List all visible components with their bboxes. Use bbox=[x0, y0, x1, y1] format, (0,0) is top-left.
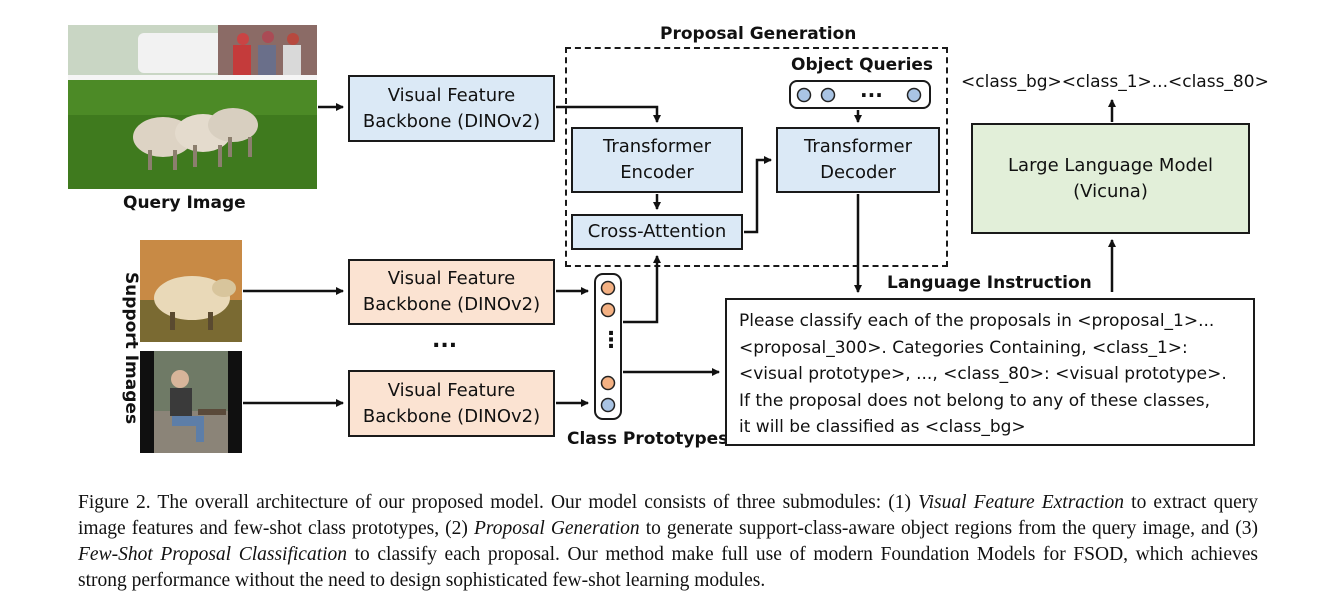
instruction-line-3: <visual prototype>, ..., <class_80>: <vi… bbox=[739, 364, 1227, 384]
backbone-support-2-line-1: Visual Feature bbox=[387, 379, 516, 401]
proposal-generation-region bbox=[565, 47, 948, 267]
query-ellipsis: ... bbox=[860, 78, 883, 102]
query-image bbox=[68, 25, 317, 189]
backbone-support-2-line-2: Backbone (DINOv2) bbox=[362, 405, 541, 427]
instruction-line-1: Please classify each of the proposals in… bbox=[739, 311, 1215, 331]
decoder-line-1: Transformer bbox=[803, 136, 912, 157]
query-token-1 bbox=[796, 87, 812, 103]
language-instruction-label: Language Instruction bbox=[887, 273, 1092, 293]
backbone-query-line-2: Backbone (DINOv2) bbox=[362, 110, 541, 132]
language-instruction-box: Please classify each of the proposals in… bbox=[725, 298, 1255, 446]
query-token-2 bbox=[820, 87, 836, 103]
decoder-line-2: Decoder bbox=[820, 162, 896, 183]
prototype-ellipsis: ⋮ bbox=[600, 328, 622, 353]
figure-caption: Figure 2. The overall architecture of ou… bbox=[78, 490, 1258, 594]
prototype-token-4 bbox=[600, 397, 616, 413]
instruction-line-5: it will be classified as <class_bg> bbox=[739, 417, 1026, 437]
encoder-line-1: Transformer bbox=[602, 136, 711, 157]
backbone-query-line-1: Visual Feature bbox=[387, 84, 516, 106]
prototype-tokens bbox=[600, 280, 616, 413]
class-prototypes-label: Class Prototypes bbox=[567, 429, 729, 449]
llm-line-1: Large Language Model bbox=[1008, 154, 1213, 176]
encoder-line-2: Encoder bbox=[620, 162, 694, 183]
caption-part-4: to classify each proposal. Our method ma… bbox=[78, 544, 1258, 591]
output-classes-label: <class_bg><class_1>...<class_80> bbox=[961, 72, 1269, 92]
support-image-2 bbox=[140, 351, 242, 453]
object-query-tokens bbox=[796, 87, 922, 103]
prototype-token-1 bbox=[600, 280, 616, 296]
caption-part-2: to extract query image features and few-… bbox=[78, 492, 1258, 539]
proposal-generation-label: Proposal Generation bbox=[660, 24, 857, 44]
class-prototypes-container bbox=[594, 273, 622, 420]
instruction-line-4: If the proposal does not belong to any o… bbox=[739, 390, 1211, 411]
backbone-support-1-line-1: Visual Feature bbox=[387, 268, 516, 289]
backbone-support-1-line-2: Backbone (DINOv2) bbox=[362, 294, 541, 315]
support-ellipsis: ... bbox=[432, 328, 458, 353]
object-queries-label: Object Queries bbox=[791, 55, 934, 75]
support-image-1 bbox=[140, 240, 242, 342]
large-language-model: Large Language Model (Vicuna) bbox=[971, 123, 1250, 234]
cross-attention: Cross-Attention bbox=[571, 214, 743, 250]
llm-line-2: (Vicuna) bbox=[1073, 180, 1148, 202]
arrow-prototypes-to-crossattn bbox=[623, 255, 661, 324]
query-image-label: Query Image bbox=[123, 193, 246, 213]
prototype-token-2 bbox=[600, 302, 616, 318]
caption-italic-1: Visual Feature Extraction bbox=[918, 492, 1125, 513]
caption-italic-2: Proposal Generation bbox=[473, 518, 640, 539]
query-token-3 bbox=[906, 87, 922, 103]
instruction-line-2: <proposal_300>. Categories Containing, <… bbox=[739, 337, 1188, 358]
arrow-backbone-to-encoder bbox=[556, 105, 661, 123]
arrow-crossattn-to-decoder bbox=[744, 156, 772, 234]
prototype-token-3 bbox=[600, 375, 616, 391]
connectors bbox=[243, 87, 1116, 413]
caption-part-1: Figure 2. The overall architecture of ou… bbox=[78, 492, 919, 513]
caption-italic-3: Few-Shot Proposal Classification bbox=[78, 544, 348, 565]
caption-part-3: to generate support-class-aware object r… bbox=[639, 518, 1258, 539]
